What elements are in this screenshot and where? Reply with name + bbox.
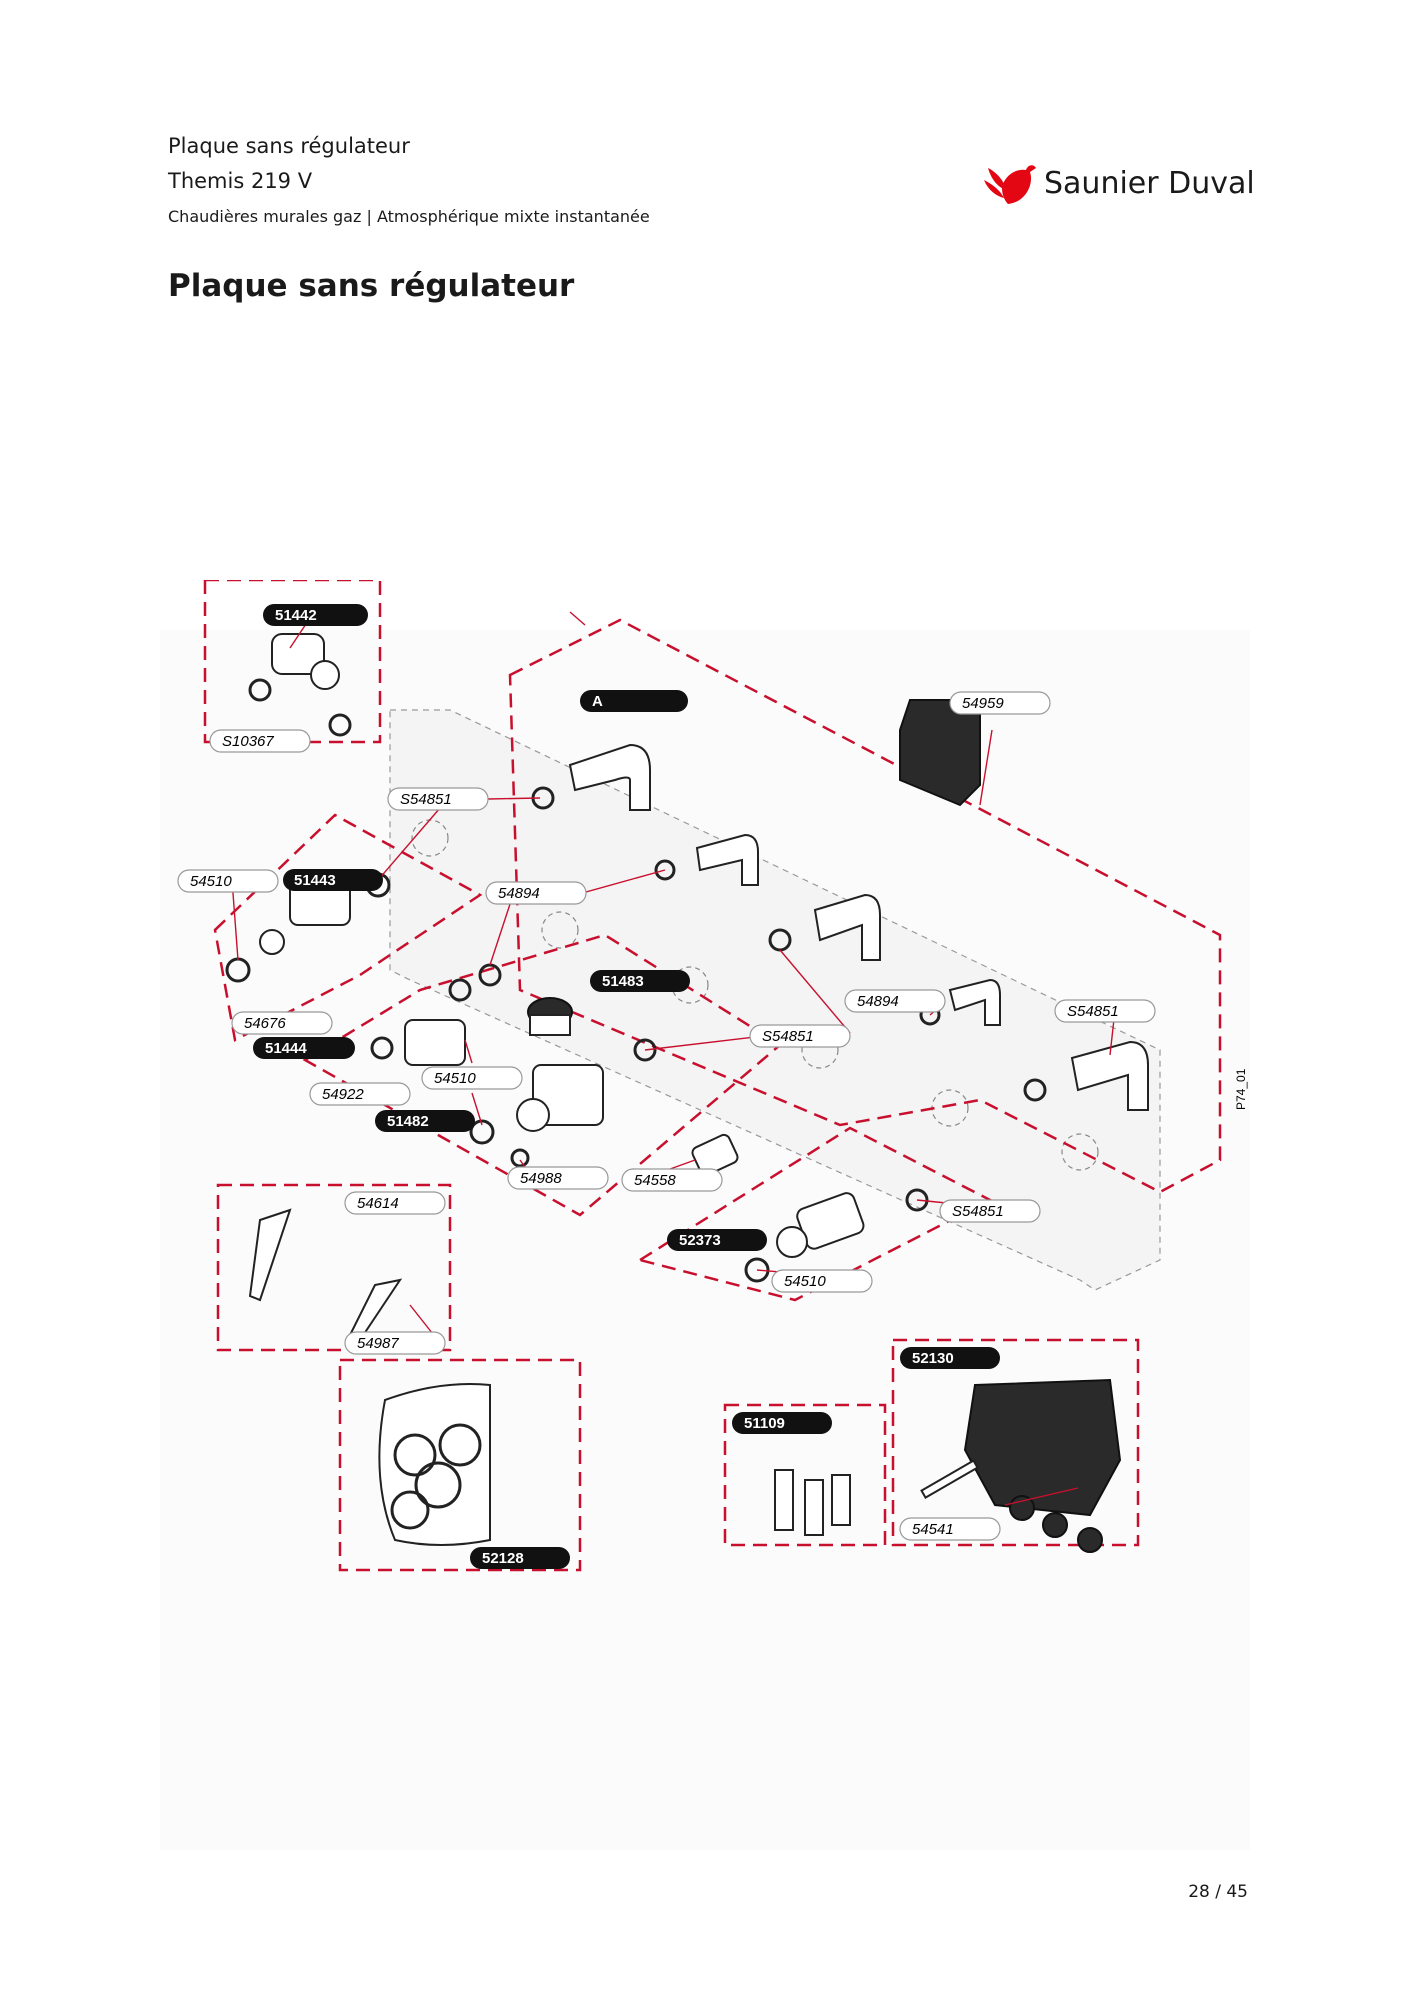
frame-52130 [891, 1338, 1140, 1547]
part-label-54558: 54558 [621, 1168, 723, 1192]
part-label-54987: 54987 [344, 1331, 446, 1355]
part-54614-tool [248, 1208, 403, 1342]
part-label-s54851-d: S54851 [939, 1199, 1041, 1223]
bird-logo-icon [984, 165, 1036, 204]
brand-logo: Saunier Duval [982, 158, 1255, 214]
svg-text:54959: 54959 [962, 695, 1004, 712]
part-54558 [691, 1133, 739, 1177]
group-label-51109: 51109 [732, 1412, 832, 1434]
svg-text:51109: 51109 [744, 1415, 785, 1432]
part-51444 [370, 1019, 657, 1066]
part-elbow-a5 [1023, 1040, 1149, 1111]
part-label-s54851-b: S54851 [1054, 999, 1156, 1023]
svg-text:52373: 52373 [679, 1232, 721, 1249]
header-title: Plaque sans régulateur [168, 134, 410, 158]
svg-text:54510: 54510 [784, 1273, 826, 1290]
part-label-s54851-a: S54851 [387, 787, 489, 811]
part-elbow-a4 [919, 978, 1001, 1026]
group-label-52128: 52128 [470, 1547, 570, 1569]
svg-text:54988: 54988 [520, 1170, 562, 1187]
exploded-parts-diagram: 51442 A 51443 51483 51444 51482 52373 52… [160, 578, 1250, 1850]
frame-54614 [216, 1183, 452, 1352]
svg-text:51442: 51442 [275, 607, 317, 624]
part-label-54510-a: 54510 [177, 869, 279, 893]
drawing-code: P74_01 [1234, 1068, 1248, 1110]
diagram-svg: 51442 A 51443 51483 51444 51482 52373 52… [160, 578, 1250, 1850]
svg-text:54894: 54894 [857, 993, 899, 1010]
part-label-54614: 54614 [344, 1191, 446, 1215]
group-label-a: A [580, 690, 688, 712]
part-label-54541: 54541 [899, 1517, 1001, 1541]
svg-text:51444: 51444 [265, 1040, 307, 1057]
part-52128-kit [378, 1383, 491, 1546]
svg-text:54510: 54510 [190, 873, 232, 890]
frame-51443 [213, 813, 483, 1042]
group-label-51483: 51483 [590, 970, 690, 992]
group-label-52130: 52130 [900, 1347, 1000, 1369]
svg-text:S10367: S10367 [222, 733, 274, 750]
part-label-54510-b: 54510 [421, 1066, 523, 1090]
group-label-51482: 51482 [375, 1110, 475, 1132]
part-51109-connectors [774, 1469, 851, 1536]
part-elbow-a2 [654, 833, 759, 886]
svg-text:54922: 54922 [322, 1086, 364, 1103]
group-label-52373: 52373 [667, 1229, 767, 1251]
svg-text:51483: 51483 [602, 973, 644, 990]
group-label-51444: 51444 [253, 1037, 355, 1059]
svg-text:51443: 51443 [294, 872, 336, 889]
part-label-54510-c: 54510 [771, 1269, 873, 1293]
svg-text:54558: 54558 [634, 1172, 676, 1189]
page-number: 28 / 45 [1188, 1882, 1248, 1902]
svg-text:S54851: S54851 [400, 791, 452, 808]
svg-text:S54851: S54851 [1067, 1003, 1119, 1020]
svg-text:54541: 54541 [912, 1521, 954, 1538]
svg-text:54987: 54987 [357, 1335, 399, 1352]
svg-text:52130: 52130 [912, 1350, 954, 1367]
svg-text:S54851: S54851 [762, 1028, 814, 1045]
group-label-51443: 51443 [283, 869, 383, 891]
part-51482 [469, 1064, 604, 1168]
part-label-s10367: S10367 [209, 729, 311, 753]
svg-text:52128: 52128 [482, 1550, 524, 1567]
part-label-54959: 54959 [949, 691, 1051, 715]
frame-52128 [338, 1358, 582, 1572]
header-model: Themis 219 V [168, 169, 313, 193]
part-label-54894-a: 54894 [485, 881, 587, 905]
part-51442 [248, 633, 352, 737]
group-label-51442: 51442 [263, 604, 368, 626]
header-category: Chaudières murales gaz | Atmosphérique m… [168, 207, 650, 226]
part-52130-cover [920, 1378, 1122, 1553]
part-elbow-a1 [531, 743, 651, 811]
part-label-54922: 54922 [309, 1082, 411, 1106]
page-title: Plaque sans régulateur [168, 268, 575, 304]
svg-text:A: A [592, 693, 603, 710]
part-label-54988: 54988 [507, 1166, 609, 1190]
svg-text:54894: 54894 [498, 885, 540, 902]
svg-text:54614: 54614 [357, 1195, 399, 1212]
svg-text:51482: 51482 [387, 1113, 429, 1130]
svg-text:54510: 54510 [434, 1070, 476, 1087]
svg-text:54676: 54676 [244, 1015, 286, 1032]
part-52373 [744, 1188, 929, 1283]
frame-51109 [723, 1403, 887, 1547]
mounting-plate [389, 709, 1161, 1291]
part-label-54676: 54676 [231, 1011, 333, 1035]
brand-name: Saunier Duval [1044, 166, 1255, 201]
part-label-s54851-c: S54851 [749, 1024, 851, 1048]
part-51483 [448, 963, 573, 1036]
svg-text:S54851: S54851 [952, 1203, 1004, 1220]
part-label-54894-b: 54894 [844, 989, 946, 1013]
